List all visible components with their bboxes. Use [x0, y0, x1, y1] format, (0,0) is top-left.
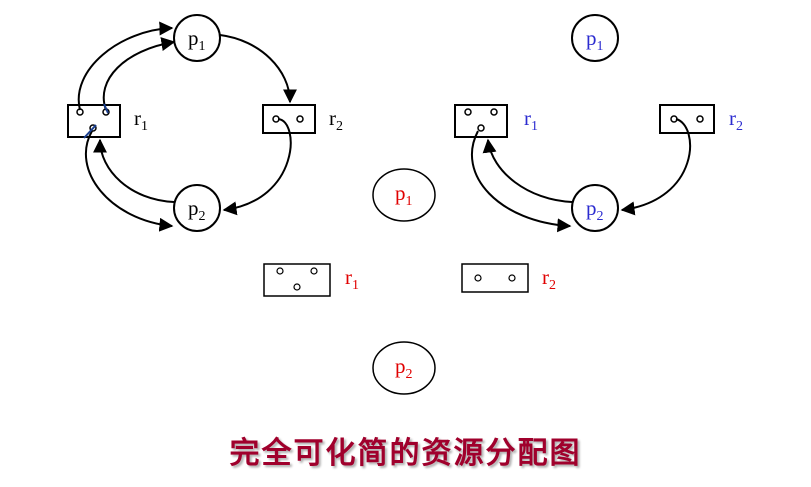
stage3-r2-unit — [508, 274, 516, 282]
stage1-edge-p2-to-r1 — [93, 138, 175, 203]
stage1-request-mark — [103, 103, 109, 114]
stage2-r1-unit — [490, 108, 498, 116]
stage2-r2-label: r2 — [729, 106, 743, 134]
stage2-edge-r1-to-p2 — [471, 130, 572, 233]
stage2-edge-r2-to-p2 — [620, 118, 692, 216]
stage3-p2-label: p2 — [395, 354, 413, 382]
stage2-p1-node — [571, 14, 619, 62]
stage2-r1-unit — [477, 124, 485, 132]
stage2-p1-label: p1 — [586, 26, 604, 54]
stage2-r2-unit — [696, 115, 704, 123]
stage1-p1-label: p1 — [188, 26, 206, 54]
stage1-edge-r1-to-p1-inner — [102, 37, 176, 111]
stage3-r1-unit — [310, 267, 318, 275]
stage1-p2-label: p2 — [188, 196, 206, 224]
stage1-p2-node — [173, 184, 221, 232]
stage1-r1-label: r1 — [134, 106, 148, 134]
stage1-r2-label: r2 — [329, 106, 343, 134]
stage3-r1-box — [263, 263, 331, 297]
stage1-r1-box — [67, 104, 121, 138]
stage3-r1-unit — [276, 267, 284, 275]
diagram-caption: 完全可化简的资源分配图 — [229, 436, 582, 471]
stage3-r2-box — [461, 263, 529, 293]
stage1-edge-p1-to-r2 — [219, 34, 297, 104]
stage1-edge-r2-to-p2 — [222, 118, 292, 216]
stage2-r1-unit — [464, 108, 472, 116]
stage2-graph: p1 p2 r1 r2 — [454, 14, 743, 233]
stage2-r1-label: r1 — [524, 106, 538, 134]
stage3-r1-unit — [293, 283, 301, 291]
stage1-edge-r1-to-p1-outer — [77, 21, 174, 111]
stage2-p2-node — [571, 184, 619, 232]
stage3-r2-label: r2 — [542, 265, 556, 293]
stage1-r2-unit — [296, 115, 304, 123]
stage3-r1-label: r1 — [345, 265, 359, 293]
stage3-p1-node — [372, 168, 436, 222]
stage3-p1-label: p1 — [395, 181, 413, 209]
stage3-p2-node — [372, 341, 436, 395]
stage1-graph: p1 p2 r1 r2 — [67, 14, 343, 232]
stage2-p2-label: p2 — [586, 196, 604, 224]
stage2-r1-box — [454, 104, 508, 138]
stage1-edge-r1-to-p2 — [85, 130, 174, 232]
stage2-edge-p2-to-r1 — [482, 138, 573, 203]
stage3-r2-unit — [474, 274, 482, 282]
stage1-request-mark — [83, 124, 97, 139]
stage3-graph: p1 p2 r1 r2 — [263, 168, 556, 395]
